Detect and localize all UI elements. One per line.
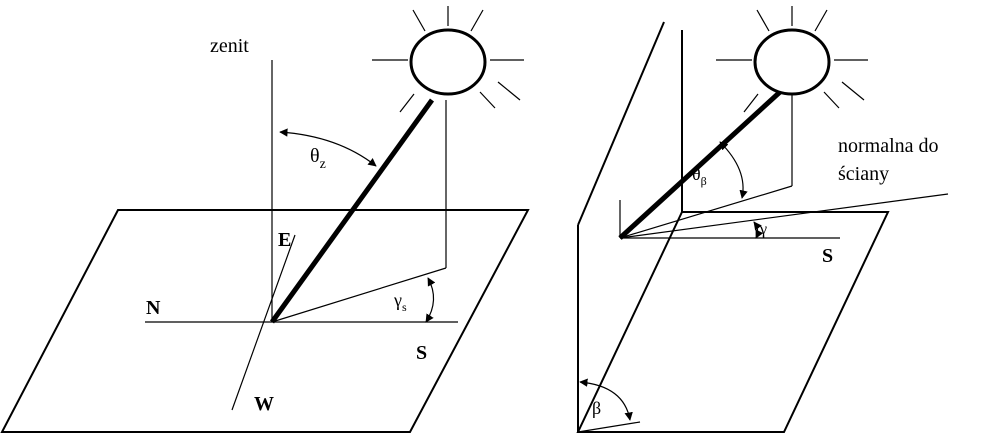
zenith-angle-label: θz (310, 145, 326, 172)
sun-ground-projection-right (619, 185, 793, 239)
tilted-surface (576, 211, 890, 433)
normal-label-line2: ściany (838, 163, 889, 185)
incidence-angle-label: θβ (692, 164, 707, 188)
east-west-axis (231, 234, 296, 411)
right-figure: θβ γ normalna do ściany S β (576, 6, 949, 433)
ground-plane (0, 209, 530, 433)
azimuth-angle-label: γs (393, 290, 407, 314)
azimuth-angle-arc (425, 277, 436, 323)
wall-azimuth-arc (753, 221, 764, 239)
north-label: N (146, 297, 161, 319)
sun-ray (269, 98, 435, 324)
south-label: S (416, 342, 427, 364)
wall-normal-line (619, 193, 949, 239)
wall-top-edge (577, 21, 665, 226)
sun-ray-right (618, 90, 782, 240)
south-label-right: S (822, 245, 833, 267)
west-label: W (254, 393, 274, 415)
sun-icon (716, 6, 868, 113)
tilt-angle-label: β (592, 398, 601, 418)
tilt-angle-arc (579, 378, 633, 421)
left-figure: zenit θz γs E N S W (0, 6, 530, 433)
tilt-reference-line (577, 421, 641, 433)
incidence-angle-arc (719, 141, 748, 199)
normal-label-line1: normalna do (838, 135, 939, 157)
wall-azimuth-label: γ (759, 221, 767, 238)
zenith-angle-arc (279, 128, 377, 167)
zenith-label: zenit (210, 35, 249, 57)
east-label: E (278, 229, 291, 251)
sun-icon (372, 6, 524, 113)
sun-ground-projection (271, 267, 447, 323)
